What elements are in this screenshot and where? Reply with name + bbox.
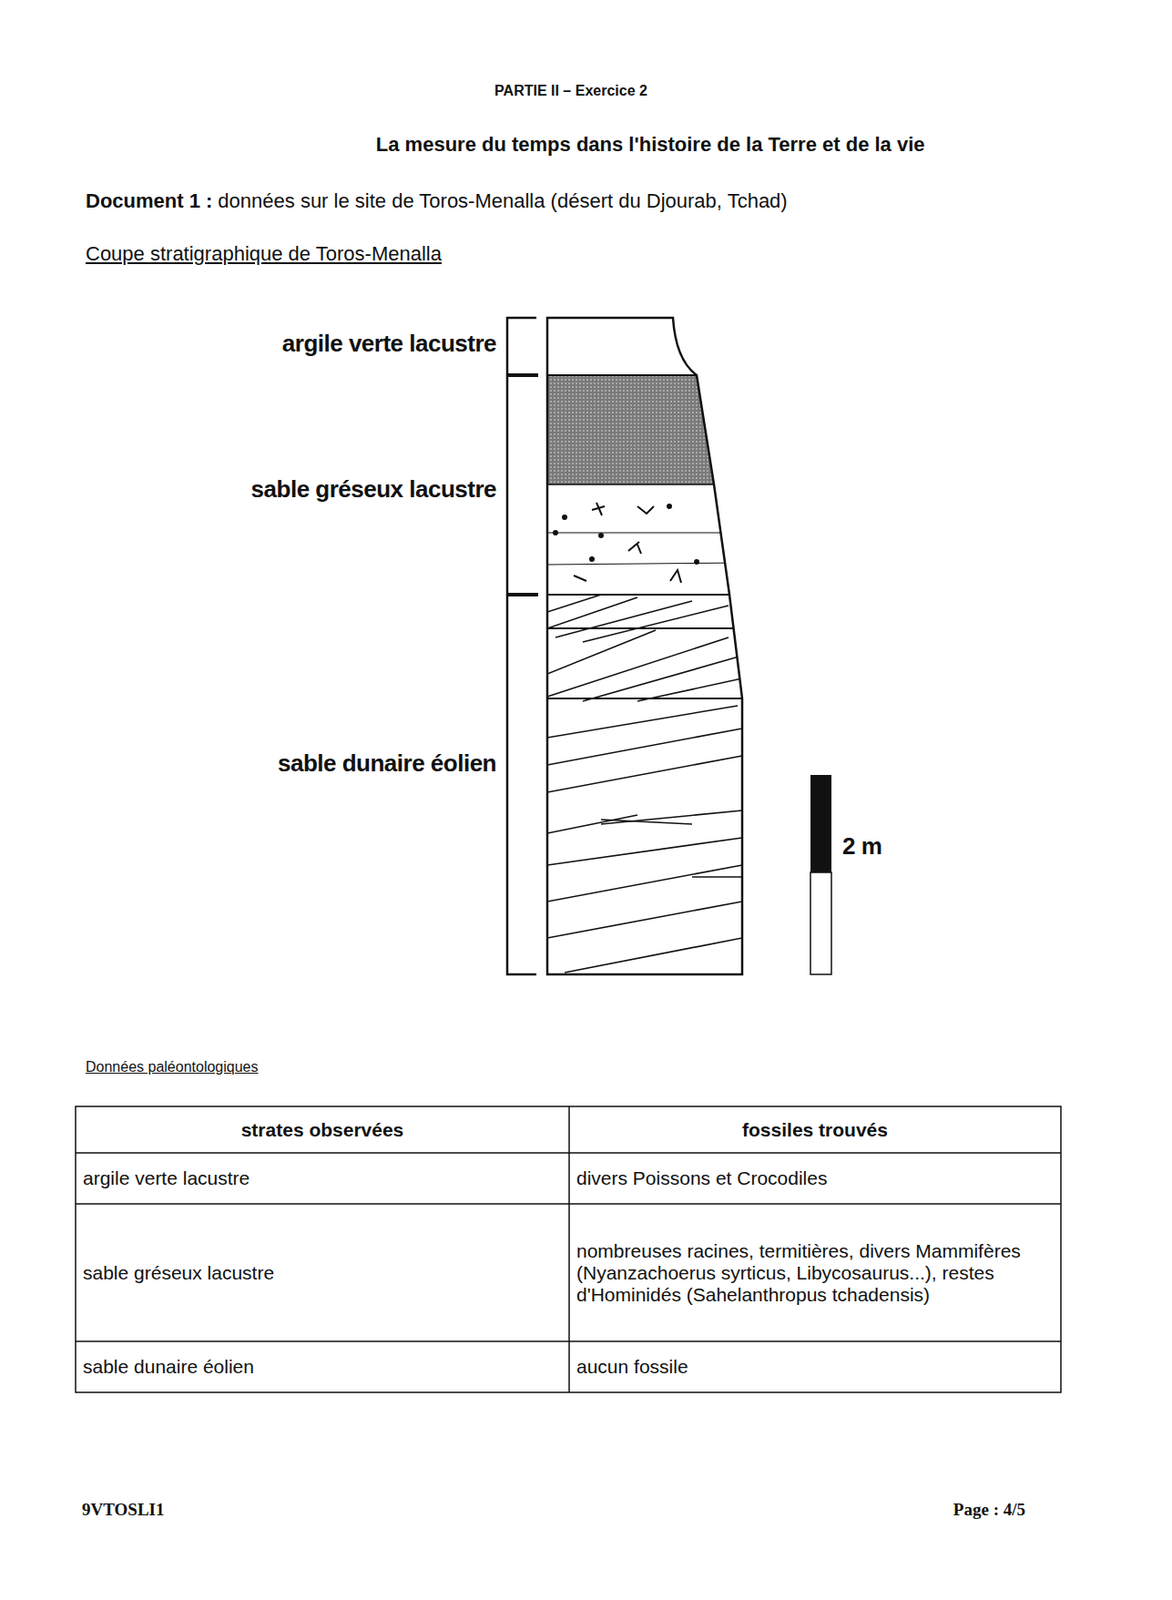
table-cell: aucun fossile [576,1355,689,1378]
stratum-label: sable dunaire éolien [277,750,497,778]
scale-bar [810,774,832,873]
subtitle: La mesure du temps dans l'histoire de la… [376,132,926,156]
stratum-label: sable gréseux lacustre [251,476,497,504]
document-label: Document 1 : [85,189,213,213]
stratum-label: argile verte lacustre [282,330,497,358]
page-number: Page : 4/5 [953,1499,1026,1520]
scale-bar [810,872,832,975]
table-cell: sable dunaire éolien [82,1355,255,1378]
scale-label: 2 m [842,833,882,861]
section-heading: Données paléontologiques [85,1059,258,1076]
page-heading: PARTIE II – Exercice 2 [494,82,648,100]
table-header: fossiles trouvés [742,1119,888,1142]
shaded-layer [547,375,730,485]
table-cell: sable gréseux lacustre [82,1262,275,1285]
table-cell: argile verte lacustre [82,1167,250,1190]
column-outline [547,317,743,975]
table-cell: divers Poissons et Crocodiles [576,1167,827,1190]
cross-bedding [547,532,743,973]
section-heading: Coupe stratigraphique de Toros-Menalla [85,242,442,265]
document-text: données sur le site de Toros-Menalla (dé… [217,189,787,213]
table-grid [75,1106,1061,1393]
footer-code: 9VTOSLI1 [81,1499,164,1520]
root-symbols [553,502,699,583]
table-cell: nombreuses racines, termitières, divers … [576,1240,1050,1306]
table-header: strates observées [241,1119,405,1142]
stratum-bracket [507,317,539,975]
